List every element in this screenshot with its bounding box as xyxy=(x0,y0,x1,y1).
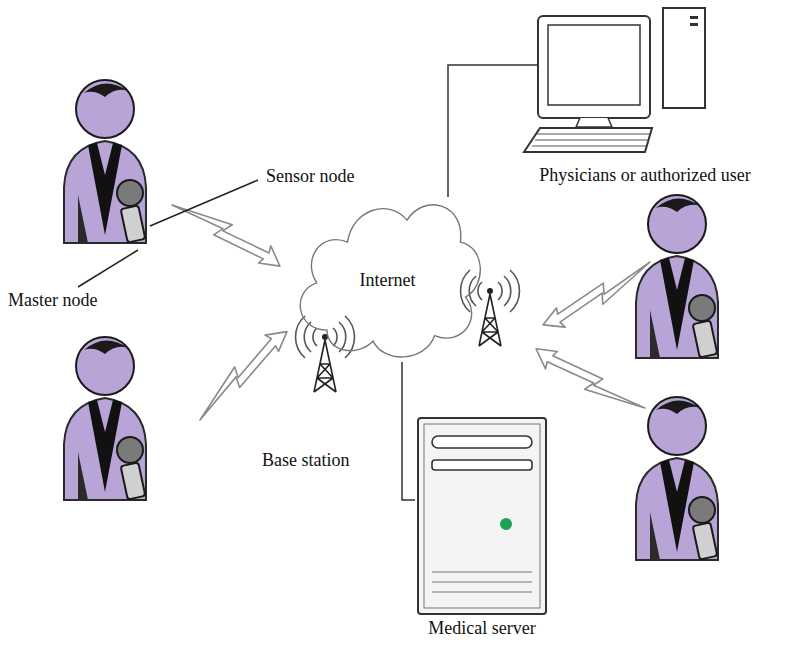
leader-line xyxy=(150,180,258,226)
server-icon xyxy=(418,418,546,614)
cloud-outline xyxy=(300,205,480,357)
computer-icon xyxy=(505,8,705,152)
patient-figure xyxy=(64,80,146,243)
wireless-link xyxy=(539,256,657,336)
base-station-tower xyxy=(296,316,355,392)
leader-line xyxy=(78,250,138,287)
network-link xyxy=(448,65,505,197)
computer-terminal: Physicians or authorized user xyxy=(505,5,785,185)
server-box: Medical server xyxy=(415,418,549,638)
patient-figure xyxy=(64,337,146,500)
network-cloud: Internet xyxy=(290,197,485,362)
node-label: Physicians or authorized user xyxy=(505,165,785,185)
part-label: Master node xyxy=(8,290,97,310)
network-link xyxy=(402,362,415,500)
node-label: Internet xyxy=(360,270,416,290)
wireless-link xyxy=(169,193,287,273)
patient-figure xyxy=(636,195,718,358)
node-label: Medical server xyxy=(415,618,549,638)
wireless-link xyxy=(190,322,293,425)
wireless-link xyxy=(530,342,649,420)
part-label: Sensor node xyxy=(266,166,355,186)
part-label: Base station xyxy=(262,450,350,470)
patient-figure xyxy=(636,397,718,560)
base-station-tower xyxy=(461,270,520,346)
